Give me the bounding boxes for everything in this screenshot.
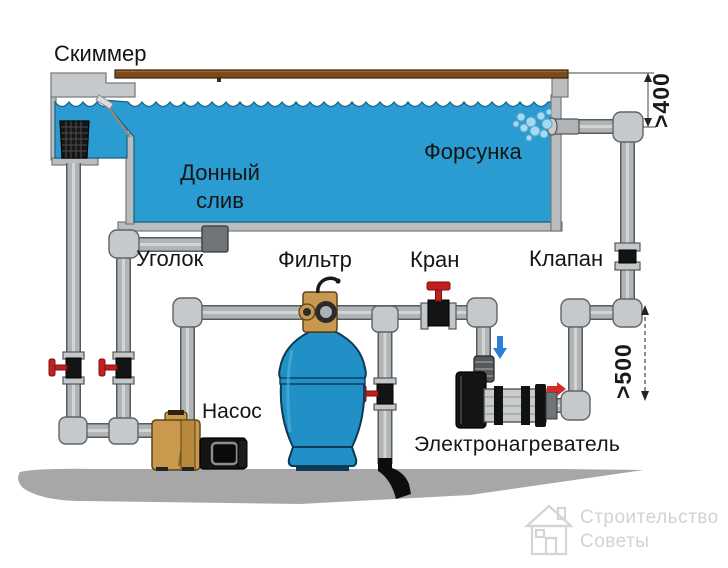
label-nozzle: Форсунка [424, 139, 522, 164]
label-heater: Электронагреватель [414, 433, 621, 456]
skimmer-weir-flap [95, 94, 114, 110]
label-tap: Кран [410, 247, 460, 272]
label-filter: Фильтр [278, 247, 352, 272]
label-bottom-drain-line1: Донный [180, 160, 260, 185]
watermark-line2: Советы [580, 531, 650, 552]
ground-shadow [18, 468, 645, 504]
pipe-fittings [58, 111, 644, 445]
pool [50, 69, 569, 232]
pool-water [101, 99, 553, 223]
nozzle-splash [512, 108, 553, 142]
bottom-drain-fitting [201, 225, 229, 253]
multiport-handle [316, 276, 340, 294]
drain-line-valve [98, 351, 135, 385]
flow-in-arrow [493, 336, 507, 359]
house-icon [524, 504, 574, 556]
label-skimmer: Скиммер [54, 41, 147, 66]
check-valve [614, 242, 641, 271]
dimension-400 [566, 72, 656, 128]
label-bottom-drain-line2: слив [196, 188, 244, 213]
pool-deck [114, 69, 569, 82]
electric-heater [455, 355, 558, 429]
pump [151, 410, 248, 471]
return-nozzle [546, 117, 580, 136]
label-elbow: Уголок [136, 246, 204, 271]
pump-motor [199, 437, 248, 470]
skimmer-housing [50, 72, 136, 98]
skimmer-line-valve [48, 351, 85, 385]
dimension-500 [641, 305, 649, 401]
sand-filter [278, 276, 367, 471]
label-valve: Клапан [529, 246, 604, 271]
waste-outlet-elbow [378, 458, 411, 499]
watermark-line1: Строительство [580, 507, 719, 528]
skimmer-basket [59, 120, 90, 159]
flow-out-arrow [547, 382, 566, 396]
filter-multiport-valve [298, 276, 341, 333]
dimension-400-text: >400 [648, 72, 674, 128]
dimension-500-text: >500 [610, 343, 636, 399]
label-pump: Насос [202, 400, 262, 423]
tap-valve [420, 281, 457, 330]
corner-elbow [108, 229, 140, 259]
